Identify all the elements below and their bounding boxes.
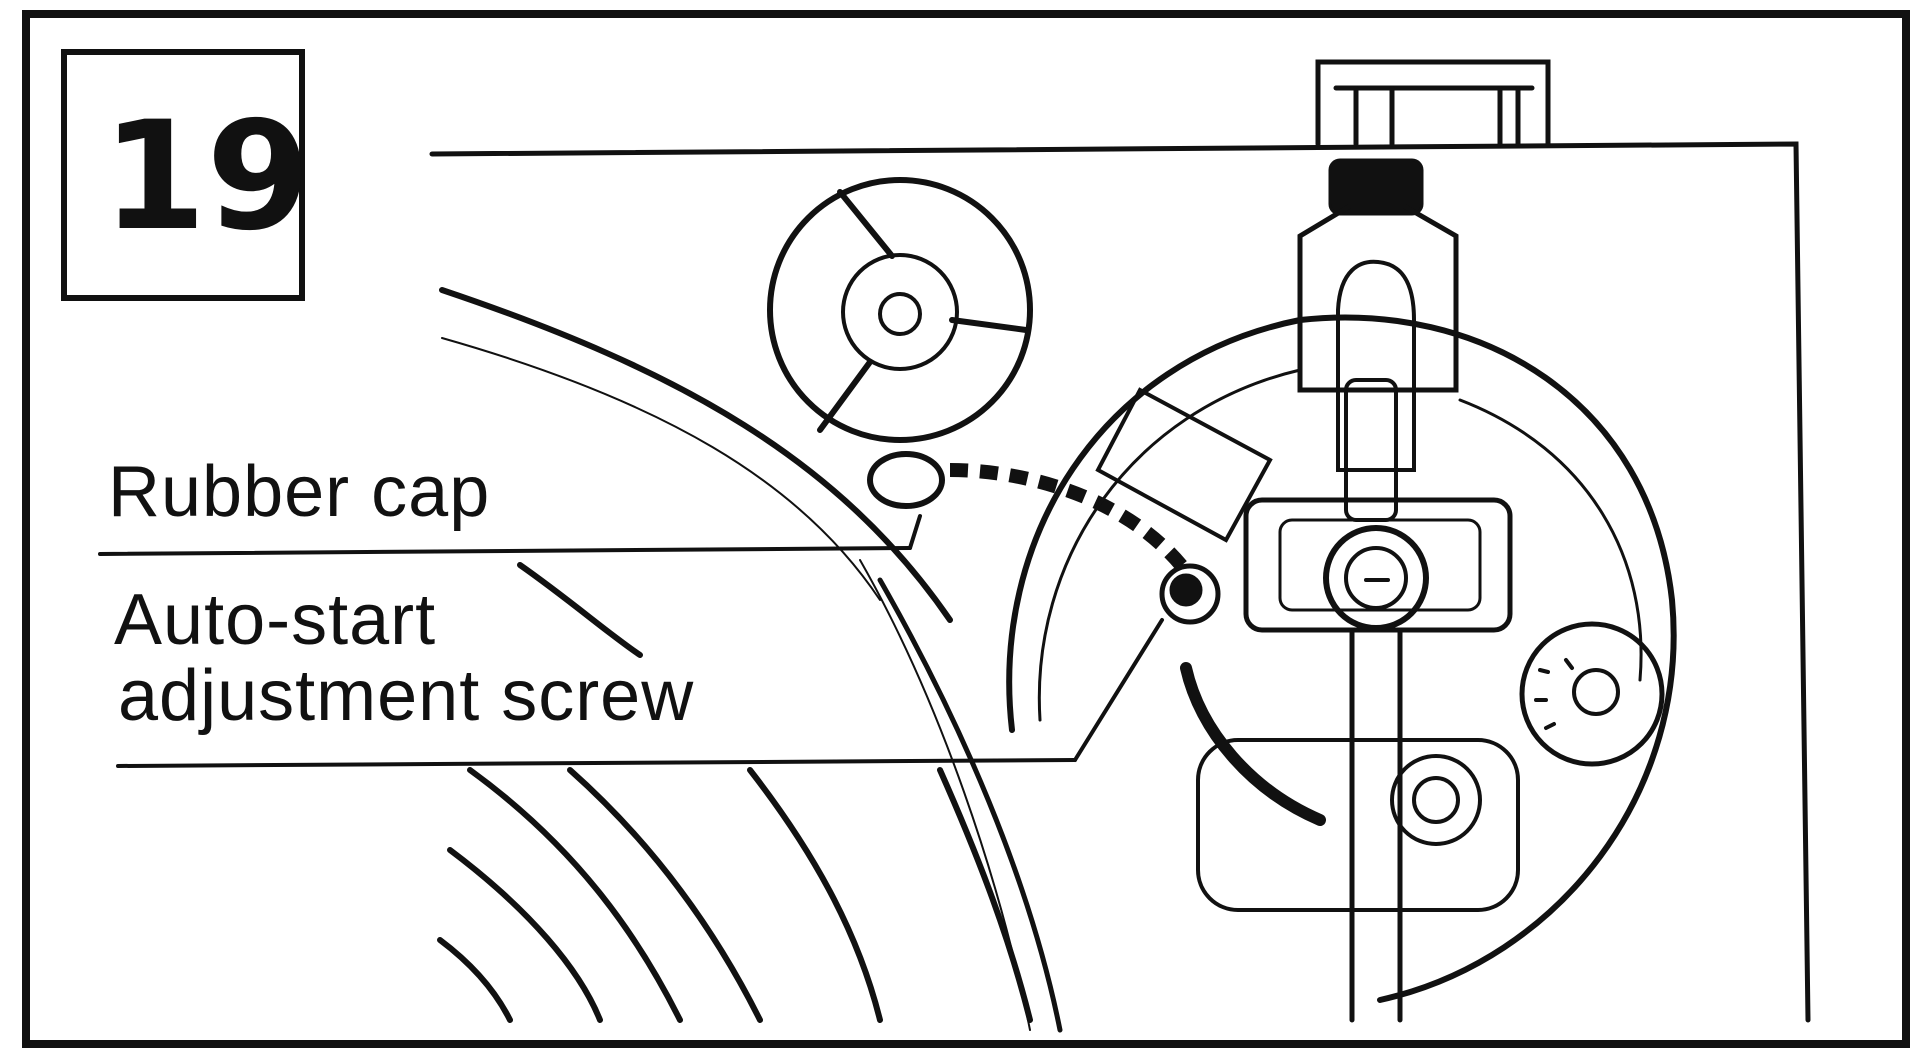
record-grooves [437, 562, 1033, 1023]
label-leader-lines [98, 514, 1164, 768]
tonearm-base [1006, 314, 1677, 1003]
adjustment-screw [1159, 563, 1221, 625]
magnified-cap-inset [767, 177, 1033, 443]
dashed-guide [949, 463, 1191, 575]
base-outline [429, 141, 1811, 1023]
outer-frame [22, 10, 1910, 1048]
tonearm [1297, 158, 1482, 1023]
rubber-cap-label: Rubber cap [108, 452, 491, 532]
arm-rest-post [1315, 59, 1551, 147]
step-number-box [61, 49, 305, 301]
auto-start-label-line2: adjustment screw [118, 656, 695, 736]
rubber-cap [867, 451, 945, 509]
platter-rims [439, 287, 1063, 1033]
cue-lever [1180, 662, 1326, 826]
auto-start-label-line1: Auto-start [114, 580, 437, 660]
step-number: 19 [102, 90, 311, 264]
anti-skate-dial [1519, 621, 1665, 767]
